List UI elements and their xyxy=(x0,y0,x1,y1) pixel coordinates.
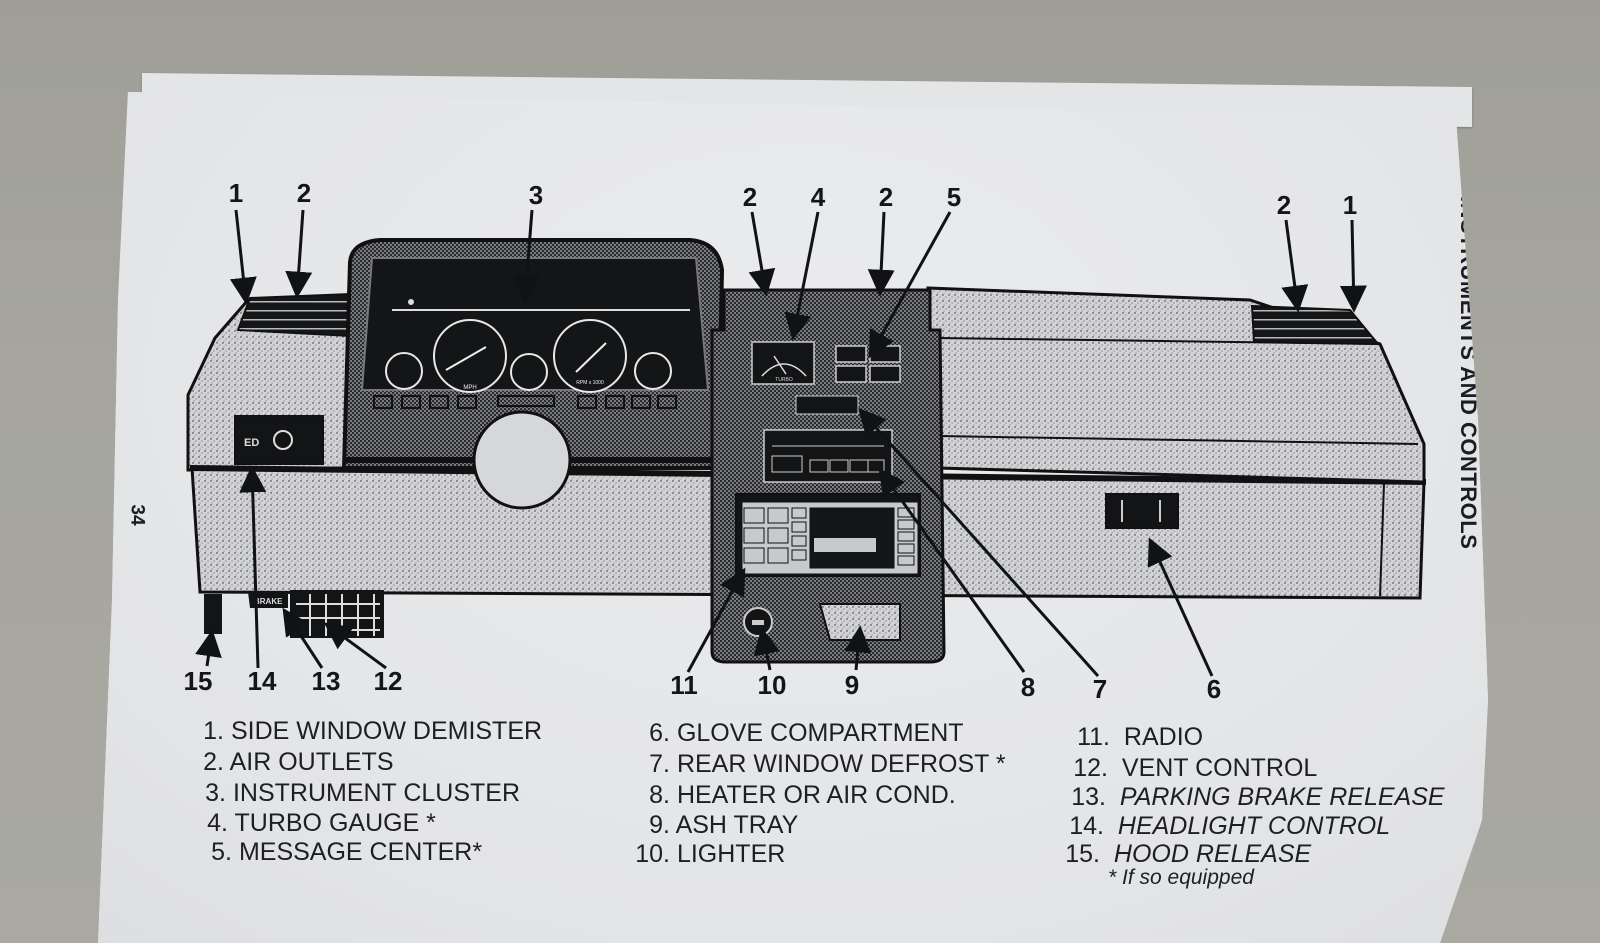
page-number: 34 xyxy=(126,504,148,526)
callout-bottom-10: 10 xyxy=(757,670,787,700)
callout-bottom-7: 7 xyxy=(1092,674,1108,704)
legend-item-number: 5. xyxy=(211,838,232,866)
legend-item: 5. MESSAGE CENTER* xyxy=(192,837,542,868)
legend-item: 6. GLOVE COMPARTMENT xyxy=(628,718,1006,749)
footnote: * If so equipped xyxy=(1108,866,1254,889)
callout-bottom-6: 6 xyxy=(1206,674,1222,704)
callout-top-2b: 2 xyxy=(742,182,758,212)
legend-item-label: HEADLIGHT CONTROL xyxy=(1117,812,1391,840)
legend-item: 8. HEATER OR AIR COND. xyxy=(628,780,1006,811)
callout-bottom-8: 8 xyxy=(1020,672,1036,702)
hood-release-handle xyxy=(204,594,222,634)
right-side-vent xyxy=(1250,304,1381,346)
legend-item-label: ASH TRAY xyxy=(675,811,799,839)
callout-top-1b: 1 xyxy=(1342,190,1358,220)
legend-item-number: 14. xyxy=(1069,812,1104,840)
turbo-label: TURBO xyxy=(775,377,793,383)
legend-item-number: 10. xyxy=(635,840,670,868)
oil-gauge xyxy=(634,352,672,390)
legend-item-label: LIGHTER xyxy=(676,840,786,868)
temp-gauge xyxy=(510,353,548,391)
legend-item: 13. PARKING BRAKE RELEASE xyxy=(1064,782,1445,813)
callout-top-1: 1 xyxy=(228,178,244,208)
legend-item: 7. REAR WINDOW DEFROST * xyxy=(628,749,1006,780)
legend-item: 11. RADIO xyxy=(1068,722,1445,753)
steering-column xyxy=(472,410,572,510)
legend-item: 10. LIGHTER xyxy=(622,839,1006,870)
legend-item-number: 13. xyxy=(1071,783,1106,811)
callout-bottom-15: 15 xyxy=(183,666,213,696)
legend-column-1: 1. SIDE WINDOW DEMISTER 2. AIR OUTLETS 3… xyxy=(184,716,542,868)
legend-item: 15. HOOD RELEASE xyxy=(1058,839,1445,870)
callout-top-4: 4 xyxy=(810,182,826,212)
legend-item: 9. ASH TRAY xyxy=(628,810,1006,841)
legend-item-number: 12. xyxy=(1073,754,1108,782)
callout-leader-lines xyxy=(195,209,1367,678)
legend-item: 4. TURBO GAUGE * xyxy=(188,808,542,839)
legend-item-number: 2. xyxy=(203,748,224,776)
legend-item: 3. INSTRUMENT CLUSTER xyxy=(186,778,542,809)
ash-tray xyxy=(818,603,901,641)
legend-item: 12. VENT CONTROL xyxy=(1066,753,1445,784)
callout-bottom-9: 9 xyxy=(844,670,860,700)
legend-item-number: 3. xyxy=(205,779,226,807)
legend-item-number: 7. xyxy=(649,750,670,778)
legend-item: 2. AIR OUTLETS xyxy=(184,747,542,778)
legend-item-number: 6. xyxy=(649,719,670,747)
legend-item-number: 4. xyxy=(207,809,228,837)
legend-item-label: GLOVE COMPARTMENT xyxy=(676,719,964,747)
tachometer xyxy=(553,319,627,393)
brake-label: BRAKE xyxy=(254,597,283,606)
legend-item: 1. SIDE WINDOW DEMISTER xyxy=(184,716,542,747)
cluster-switch-row xyxy=(373,395,677,409)
callout-top-5: 5 xyxy=(946,182,962,212)
legend-item-label: MESSAGE CENTER* xyxy=(238,838,483,866)
legend-item-number: 15. xyxy=(1065,840,1100,868)
legend-item-number: 8. xyxy=(649,781,670,809)
legend-item-label: HEATER OR AIR COND. xyxy=(676,781,956,809)
callout-top-3: 3 xyxy=(528,180,544,210)
legend-item-number: 9. xyxy=(649,811,670,839)
callout-top-2d: 2 xyxy=(1276,190,1292,220)
rpm-label: RPM x 1000 xyxy=(576,380,604,386)
section-title: INSTRUMENTS AND CONTROLS xyxy=(1456,196,1481,550)
headlight-label: ED xyxy=(244,437,259,449)
legend-item-label: VENT CONTROL xyxy=(1121,754,1318,782)
legend-column-3: 11. RADIO 12. VENT CONTROL 13. PARKING B… xyxy=(1062,722,1445,870)
glove-box-latch xyxy=(1105,493,1179,529)
mph-label: MPH xyxy=(463,385,476,391)
legend-column-2: 6. GLOVE COMPARTMENT 7. REAR WINDOW DEFR… xyxy=(622,718,1006,870)
legend-item-label: SIDE WINDOW DEMISTER xyxy=(230,717,543,745)
legend-item-label: INSTRUMENT CLUSTER xyxy=(232,779,521,807)
legend-item-label: TURBO GAUGE * xyxy=(234,809,436,837)
legend-item-label: RADIO xyxy=(1123,723,1204,751)
headlight-switch-panel xyxy=(234,415,324,465)
callout-bottom-11: 11 xyxy=(670,670,698,700)
legend-item-label: PARKING BRAKE RELEASE xyxy=(1119,783,1445,811)
callout-top-2c: 2 xyxy=(878,182,894,212)
legend-item-number: 11. xyxy=(1077,723,1110,751)
callout-top-2: 2 xyxy=(296,178,312,208)
legend-item-label: AIR OUTLETS xyxy=(229,748,394,776)
legend-item-label: REAR WINDOW DEFROST * xyxy=(676,750,1006,778)
parking-brake-handle xyxy=(248,592,288,608)
callout-bottom-13: 13 xyxy=(311,666,341,696)
left-side-vent xyxy=(236,292,351,338)
turbo-gauge xyxy=(751,341,815,385)
legend-item: 14. HEADLIGHT CONTROL xyxy=(1062,811,1445,842)
defrost-switch xyxy=(795,395,859,415)
callout-bottom-12: 12 xyxy=(373,666,403,696)
fuel-gauge xyxy=(385,352,423,390)
legend-item-number: 1. xyxy=(203,717,224,745)
legend-item-label: HOOD RELEASE xyxy=(1113,840,1312,868)
radio-buttons xyxy=(743,507,807,564)
callout-bottom-14: 14 xyxy=(247,666,277,696)
